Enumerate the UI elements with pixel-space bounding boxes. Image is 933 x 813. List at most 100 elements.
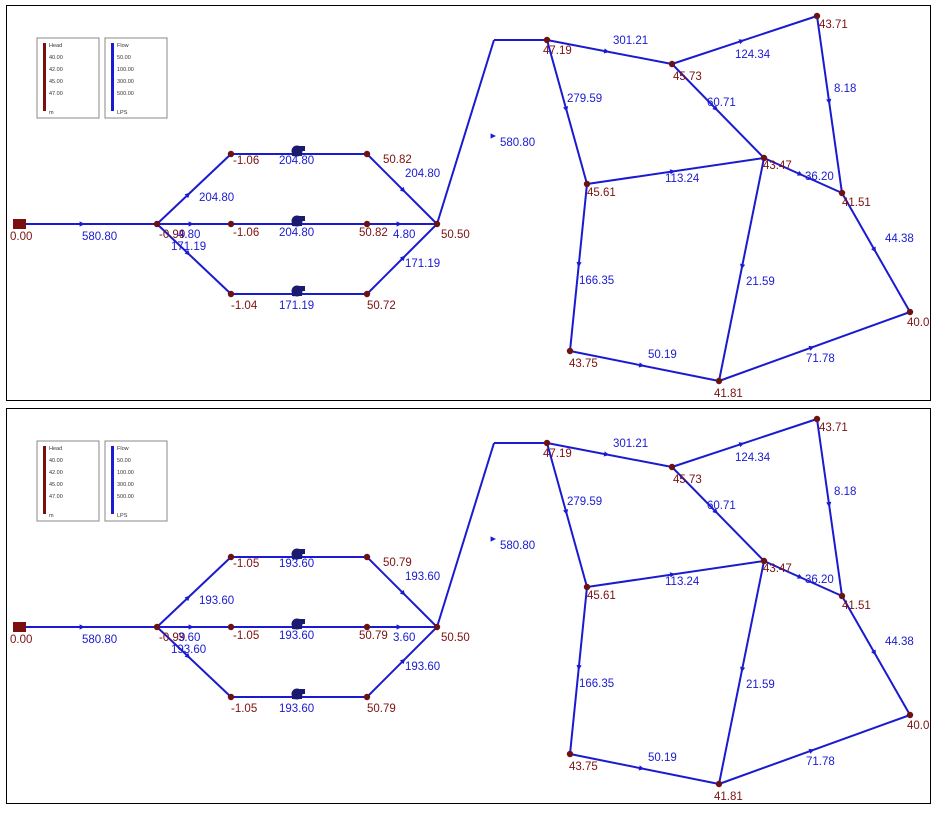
flow-arrow-riser bbox=[490, 133, 496, 139]
pipe-j2-t[interactable] bbox=[436, 442, 495, 628]
flow-arrow-A_B bbox=[603, 48, 610, 54]
head-label-H: 41.81 bbox=[714, 791, 743, 803]
junction-B[interactable] bbox=[668, 60, 676, 68]
flow-label-r_j1: 580.80 bbox=[82, 634, 117, 646]
flow-label-A_D: 279.59 bbox=[567, 496, 602, 508]
pump-icon[interactable] bbox=[291, 688, 306, 700]
junction-j2[interactable] bbox=[433, 623, 441, 631]
head-label-pMi: -1.05 bbox=[233, 630, 259, 642]
flow-arrow-G_H bbox=[638, 362, 645, 368]
flow-arrow-mid_in bbox=[188, 624, 194, 630]
junction-E[interactable] bbox=[760, 154, 768, 162]
junction-pMi[interactable] bbox=[227, 623, 235, 631]
flow-arrow-B_E bbox=[712, 508, 718, 514]
pipe-j1-pUi[interactable] bbox=[156, 153, 232, 225]
legend-head-color-bar bbox=[43, 446, 46, 514]
junction-H[interactable] bbox=[715, 377, 723, 385]
legend-flow-unit: LPS bbox=[117, 110, 128, 116]
junction-pMo[interactable] bbox=[363, 220, 371, 228]
head-label-pMo: 50.79 bbox=[359, 630, 388, 642]
flow-label-B_E: 60.71 bbox=[707, 500, 736, 512]
junction-A[interactable] bbox=[543, 36, 551, 44]
junction-I[interactable] bbox=[906, 711, 914, 719]
flow-label-lo_out: 193.60 bbox=[405, 661, 440, 673]
flow-label-E_F: 36.20 bbox=[805, 171, 834, 183]
flow-arrow-lo_in bbox=[184, 652, 191, 659]
head-label-r: 0.00 bbox=[10, 231, 32, 243]
junction-pUo[interactable] bbox=[363, 150, 371, 158]
flow-arrow-up_out bbox=[399, 589, 406, 596]
pipe-j2-t[interactable] bbox=[436, 39, 495, 225]
junction-F[interactable] bbox=[838, 189, 846, 197]
junction-D[interactable] bbox=[583, 180, 591, 188]
flow-label-lo_pump: 193.60 bbox=[279, 703, 314, 715]
pump-icon[interactable] bbox=[291, 285, 306, 297]
junction-C[interactable] bbox=[813, 415, 821, 423]
junction-j1[interactable] bbox=[153, 220, 161, 228]
junction-pUi[interactable] bbox=[227, 150, 235, 158]
legend-flow-unit: LPS bbox=[117, 513, 128, 519]
legend-flow-value: 300.00 bbox=[117, 79, 134, 85]
junction-pLi[interactable] bbox=[227, 693, 235, 701]
legend-flow-color-bar bbox=[111, 446, 114, 514]
junctions bbox=[153, 12, 914, 385]
flow-label-up_in: 193.60 bbox=[199, 595, 234, 607]
junction-pLo[interactable] bbox=[363, 693, 371, 701]
junction-pMi[interactable] bbox=[227, 220, 235, 228]
flow-label-E_H: 21.59 bbox=[746, 679, 775, 691]
legend-flow-value: 300.00 bbox=[117, 482, 134, 488]
legend-flow-value: 500.00 bbox=[117, 91, 134, 97]
flow-label-B_C: 124.34 bbox=[735, 49, 771, 61]
head-label-A: 47.19 bbox=[543, 448, 572, 460]
junction-pMo[interactable] bbox=[363, 623, 371, 631]
junction-G[interactable] bbox=[566, 347, 574, 355]
junction-A[interactable] bbox=[543, 439, 551, 447]
junction-pUi[interactable] bbox=[227, 553, 235, 561]
head-label-A: 47.19 bbox=[543, 45, 572, 57]
pump-icon[interactable] bbox=[291, 618, 306, 630]
flow-label-riser: 580.80 bbox=[500, 540, 535, 552]
junction-H[interactable] bbox=[715, 780, 723, 788]
junction-pLo[interactable] bbox=[363, 290, 371, 298]
flow-arrow-D_G bbox=[576, 664, 582, 671]
flow-arrow-D_G bbox=[576, 261, 582, 268]
flow-label-F_I: 44.38 bbox=[885, 636, 914, 648]
flow-arrow-F_I bbox=[871, 246, 876, 253]
junction-I[interactable] bbox=[906, 308, 914, 316]
flow-label-r_j1: 580.80 bbox=[82, 231, 117, 243]
reservoir-icon[interactable] bbox=[13, 622, 26, 632]
legend-head-value: 47.00 bbox=[49, 494, 63, 500]
reservoir-icon[interactable] bbox=[13, 219, 26, 229]
junction-F[interactable] bbox=[838, 592, 846, 600]
head-label-j2: 50.50 bbox=[441, 229, 470, 241]
legend-head-value: 40.00 bbox=[49, 458, 63, 464]
junction-G[interactable] bbox=[566, 750, 574, 758]
junction-pLi[interactable] bbox=[227, 290, 235, 298]
junction-B[interactable] bbox=[668, 463, 676, 471]
pump-icon[interactable] bbox=[291, 145, 306, 157]
legend-flow-value: 50.00 bbox=[117, 458, 131, 464]
pipe-j1-pLi[interactable] bbox=[156, 223, 232, 295]
pipe-j1-pUi[interactable] bbox=[156, 556, 232, 628]
junction-E[interactable] bbox=[760, 557, 768, 565]
pump-icon[interactable] bbox=[291, 548, 306, 560]
junction-j2[interactable] bbox=[433, 220, 441, 228]
legend-head-unit: m bbox=[49, 110, 54, 116]
junction-C[interactable] bbox=[813, 12, 821, 20]
pump-icon[interactable] bbox=[291, 215, 306, 227]
pipe-j1-pLi[interactable] bbox=[156, 626, 232, 698]
legend-flow-box bbox=[104, 37, 168, 119]
junction-pUo[interactable] bbox=[363, 553, 371, 561]
network-diagram: Head40.0042.0045.0047.00mFlow50.00100.00… bbox=[10, 415, 929, 803]
legend-head-box bbox=[36, 37, 100, 119]
legend-head-value: 42.00 bbox=[49, 67, 63, 73]
junction-D[interactable] bbox=[583, 583, 591, 591]
junction-j1[interactable] bbox=[153, 623, 161, 631]
head-label-pUo: 50.82 bbox=[383, 154, 412, 166]
flow-arrow-lo_out bbox=[399, 255, 406, 262]
flow-arrow-C_F bbox=[826, 98, 832, 105]
